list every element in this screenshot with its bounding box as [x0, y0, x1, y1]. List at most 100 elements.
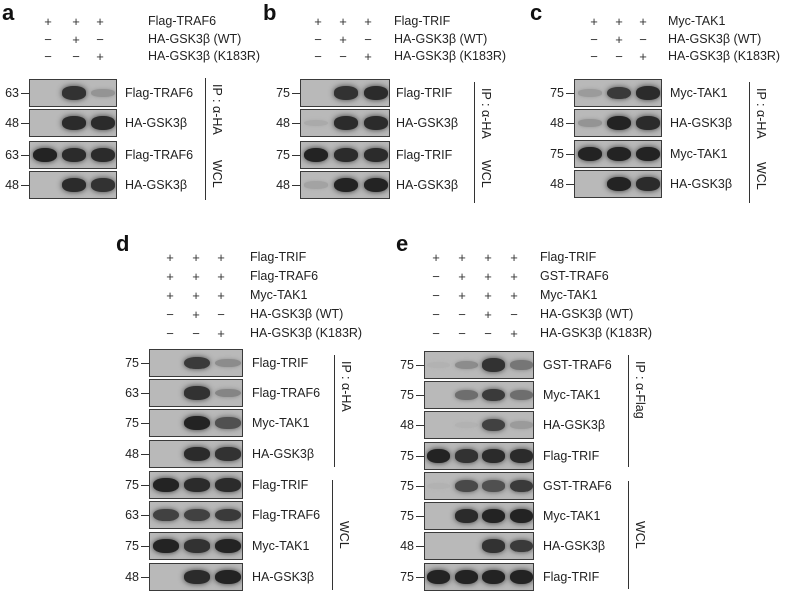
panel-e-wcl-label: WCL: [633, 521, 647, 549]
band: [427, 449, 451, 463]
band: [577, 147, 602, 161]
panel-e-condition-sign: +: [510, 326, 518, 341]
panel-e-blot-label: GST-TRAF6: [543, 358, 612, 372]
panel-e-blot-ip: [424, 411, 534, 439]
panel-a-blot-label: Flag-TRAF6: [125, 86, 194, 100]
panel-e-blot-wcl: [424, 472, 534, 500]
panel-e-condition-sign: +: [458, 250, 466, 265]
band: [61, 148, 87, 162]
molecular-weight-marker: 48: [125, 447, 139, 461]
band: [454, 421, 478, 429]
panel-d-blot-ip: [149, 379, 243, 407]
panel-b-blot-wcl: [300, 171, 390, 199]
marker-tick: [566, 123, 574, 125]
panel-c-blot-wcl: [574, 140, 662, 168]
marker-tick: [141, 454, 149, 456]
band: [215, 388, 242, 398]
band: [509, 479, 533, 493]
molecular-weight-marker: 63: [5, 86, 19, 100]
panel-d-condition-sign: +: [166, 288, 174, 303]
band: [363, 178, 389, 192]
panel-b-wcl-bracket: [474, 145, 476, 203]
panel-d-blot-wcl: [149, 532, 243, 560]
panel-a-condition-sign: +: [96, 14, 104, 29]
panel-d-blot-label: Flag-TRIF: [252, 356, 309, 370]
molecular-weight-marker: 75: [550, 147, 564, 161]
panel-d-condition-label: Flag-TRAF6: [250, 269, 319, 283]
panel-e-condition-label: Myc-TAK1: [540, 288, 598, 302]
band: [606, 116, 632, 130]
panel-e-condition-sign: −: [510, 307, 518, 322]
panel-e-condition-sign: +: [484, 250, 492, 265]
panel-e-condition-sign: +: [458, 269, 466, 284]
panel-a-ip-label: IP : α-HA: [210, 84, 224, 135]
band: [636, 116, 661, 130]
panel-e-condition-sign: −: [484, 326, 492, 341]
band: [427, 570, 451, 584]
panel-e-blot-wcl: [424, 563, 534, 591]
panel-b-blot-label: HA-GSK3β: [396, 178, 459, 192]
band: [482, 449, 506, 463]
panel-b-condition-sign: +: [339, 31, 347, 47]
panel-e-condition-label: HA-GSK3β (K183R): [540, 326, 653, 340]
band: [454, 449, 478, 463]
band: [509, 509, 533, 523]
band: [482, 570, 506, 584]
band: [363, 86, 389, 100]
molecular-weight-marker: 75: [125, 478, 139, 492]
panel-c-ip-label: IP : α-HA: [754, 88, 768, 139]
panel-d-wcl-bracket: [332, 480, 334, 590]
panel-c-blot-label: Myc-TAK1: [670, 86, 728, 100]
marker-tick: [141, 423, 149, 425]
panel-b-condition-sign: −: [314, 31, 322, 47]
panel-c-condition-sign: +: [590, 14, 598, 29]
panel-c-condition-sign: +: [615, 14, 623, 29]
marker-tick: [141, 577, 149, 579]
band: [454, 480, 478, 492]
panel-a-condition-sign: −: [72, 49, 80, 64]
panel-b-condition-sign: +: [364, 14, 372, 29]
band: [333, 86, 359, 100]
band: [184, 447, 210, 461]
panel-e-blot-label: GST-TRAF6: [543, 479, 612, 493]
band: [363, 116, 389, 130]
band: [363, 148, 389, 162]
panel-e-condition-sign: +: [484, 269, 492, 284]
panel-e-condition-sign: −: [432, 326, 440, 341]
band: [482, 539, 506, 553]
marker-tick: [416, 486, 424, 488]
panel-d-ip-label: IP : α-HA: [339, 361, 353, 412]
panel-d-blot-label: Flag-TRIF: [252, 478, 309, 492]
band: [509, 421, 533, 429]
marker-tick: [21, 185, 29, 187]
band: [509, 570, 533, 584]
panel-b-ip-bracket: [474, 82, 476, 196]
panel-d-condition-sign: +: [192, 250, 200, 265]
panel-c-condition-sign: −: [639, 31, 647, 47]
molecular-weight-marker: 75: [400, 358, 414, 372]
marker-tick: [566, 154, 574, 156]
panel-a-blot-label: HA-GSK3β: [125, 178, 188, 192]
band: [509, 539, 533, 553]
panel-e-blot-label: Myc-TAK1: [543, 388, 601, 402]
molecular-weight-marker: 75: [400, 570, 414, 584]
panel-d-blot-label: HA-GSK3β: [252, 447, 315, 461]
marker-tick: [416, 456, 424, 458]
band: [184, 539, 210, 553]
band: [482, 509, 506, 523]
panel-b-letter: b: [263, 0, 277, 25]
panel-c-condition-sign: +: [615, 31, 623, 47]
band: [636, 86, 661, 100]
panel-d-letter: d: [116, 231, 130, 256]
panel-a-blot-label: Flag-TRAF6: [125, 148, 194, 162]
band: [482, 388, 506, 402]
panel-d-condition-sign: +: [166, 250, 174, 265]
molecular-weight-marker: 75: [550, 86, 564, 100]
band: [215, 417, 242, 429]
panel-e-condition-sign: +: [484, 288, 492, 303]
panel-c-condition-sign: +: [639, 14, 647, 29]
panel-b-blot-label: Flag-TRIF: [396, 148, 453, 162]
molecular-weight-marker: 75: [125, 416, 139, 430]
band: [482, 480, 506, 492]
panel-b-blot-ip: [300, 79, 390, 107]
